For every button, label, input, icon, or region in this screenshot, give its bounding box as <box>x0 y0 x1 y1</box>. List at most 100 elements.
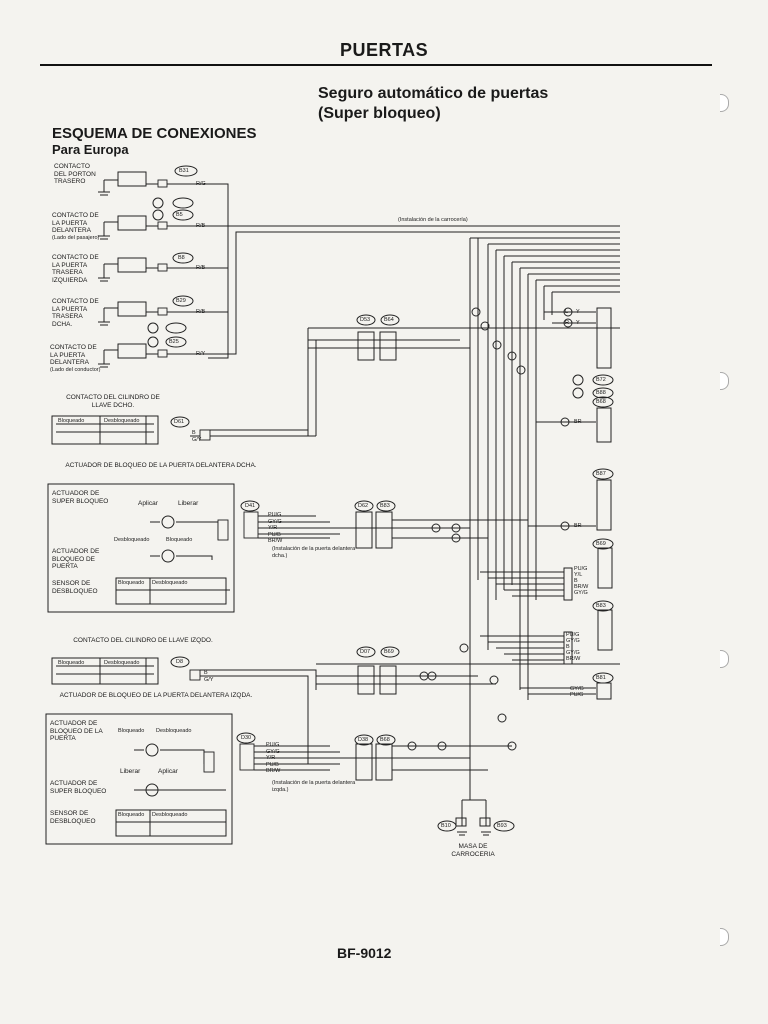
actuator-left-super-lock: ACTUADOR DE SUPER BLOQUEO <box>50 780 107 795</box>
diagram-title-line1: Seguro automático de puertas <box>318 85 549 102</box>
sensor-col2: Desbloqueado <box>152 812 188 818</box>
wire-list: PU/G GY/G Y/R PU/B BR/W <box>266 742 280 775</box>
actuator-right-title: ACTUADOR DE BLOQUEO DE LA PUERTA DELANTE… <box>65 462 257 469</box>
wire-color: Y/R <box>268 525 278 531</box>
wire-color: BR/W <box>268 538 283 544</box>
key-cylinder-right-col1: Bloqueado <box>58 418 85 424</box>
actuator-left-title: ACTUADOR DE BLOQUEO DE LA PUERTA DELANTE… <box>59 692 253 699</box>
actuator-left-release: Liberar <box>120 768 141 775</box>
harness-label-front-right: (Instalación de la puerta delantera dcha… <box>272 546 356 559</box>
wire-color: GY/G <box>574 590 588 596</box>
marker-l: L <box>565 309 569 315</box>
wire-color: BR/W <box>266 768 281 774</box>
wire-color: PU/G <box>566 632 580 638</box>
actuator-left-lock: ACTUADOR DE BLOQUEO DE LA PUERTA <box>50 720 103 742</box>
label-line: DELANTERA <box>50 359 90 366</box>
wire-color: BR <box>574 523 582 529</box>
label-line: IZQUIERDA <box>52 276 88 284</box>
wire-list-right-1: PU/G Y/L B BR/W GY/G <box>574 566 588 596</box>
connector-code: B81 <box>596 675 606 681</box>
wire-color: R/B <box>196 265 206 271</box>
label-line: CONTACTO DE <box>50 344 97 351</box>
label-line: LA PUERTA <box>52 261 88 269</box>
harness-label-front-left: (Instalación de la puerta delantera izqd… <box>272 780 356 793</box>
actuator-left-sensor: SENSOR DE DESBLOQUEO <box>50 810 96 825</box>
actuator-right-apply: Aplicar <box>138 500 158 507</box>
label-line: LA PUERTA <box>52 219 88 227</box>
wire-color: GY/G <box>268 518 282 525</box>
connector-code: B25 <box>169 339 179 345</box>
connector-code: B68 <box>380 737 390 743</box>
connector-tags-left <box>147 165 198 348</box>
connector-code: B83 <box>380 503 390 509</box>
switch-label-rear-left: CONTACTO DE LA PUERTA TRASERA IZQUIERDA <box>52 254 99 284</box>
wire-color: PU/G <box>574 566 588 572</box>
connector-code: D38 <box>358 737 369 743</box>
connector-code: D61 <box>174 419 185 425</box>
actuator-left-unlocked: Desbloqueado <box>156 728 192 734</box>
connector-code: D8 <box>176 659 184 665</box>
label-line: TRASERO <box>54 178 86 185</box>
diagram-title-line2: (Super bloqueo) <box>318 105 441 122</box>
key-cylinder-left-col1: Bloqueado <box>58 660 85 666</box>
connector-code: B69 <box>384 649 394 655</box>
wire-color: R/B <box>196 223 206 229</box>
connector-code: B8 <box>178 255 185 261</box>
connector-code: D62 <box>358 503 369 509</box>
key-cylinder-left-title: CONTACTO DEL CILINDRO DE LLAVE IZQDO. <box>73 637 213 644</box>
switch-label-rear-right: CONTACTO DE LA PUERTA TRASERA DCHA. <box>52 298 99 328</box>
schematic-subtitle: Para Europa <box>52 142 129 157</box>
wire-color: BR/W <box>574 584 589 590</box>
mid-lower-connectors <box>316 643 620 723</box>
label-line: CONTACTO DE <box>52 298 99 305</box>
label-line: CONTACTO <box>54 163 90 170</box>
label-line: DELANTERA <box>52 227 92 234</box>
connector-code: D07 <box>360 649 371 655</box>
wire-color: GY/G <box>566 638 580 644</box>
actuator-right-super-lock: ACTUADOR DE SUPER BLOQUEO <box>52 490 109 505</box>
connector-code: B64 <box>384 317 394 323</box>
actuator-right-release: Liberar <box>178 500 199 507</box>
wire-color: Y/R <box>266 755 276 761</box>
wire-color: R/G <box>196 181 206 187</box>
mid-upper-connectors <box>307 307 620 436</box>
connector-code: B88 <box>596 390 606 396</box>
wire-color: B <box>574 578 578 584</box>
header-rule <box>40 64 712 66</box>
actuator-right-unlocked: Desbloqueado <box>114 537 150 543</box>
actuator-left-locked: Bloqueado <box>118 728 145 734</box>
actuator-left-apply: Aplicar <box>158 768 178 775</box>
section-title: PUERTAS <box>340 40 429 60</box>
connector-code: D53 <box>360 317 371 323</box>
connector-code: B68 <box>596 399 606 405</box>
key-cylinder-right-symbol <box>51 415 316 445</box>
switch-label-front-left: CONTACTO DE LA PUERTA DELANTERA (Lado de… <box>50 344 100 373</box>
switch-symbols <box>98 171 147 368</box>
wire-color: B <box>566 644 570 650</box>
sensor-col1: Bloqueado <box>118 580 145 586</box>
ground-symbol <box>437 799 515 836</box>
connector-code: B29 <box>176 298 186 304</box>
connector-code: B87 <box>596 471 606 477</box>
wire-color: Y <box>576 309 580 315</box>
key-cylinder-left-col2: Desbloqueado <box>104 660 140 666</box>
wire-color: R/B <box>196 309 206 315</box>
wire-color: Y <box>576 320 580 326</box>
wire-color: GY/G <box>266 748 280 755</box>
actuator-right-locked: Bloqueado <box>166 537 193 543</box>
connector-code: B10 <box>441 823 451 829</box>
ground-label: MASA DE CARROCERIA <box>451 843 495 858</box>
connector-code: B93 <box>497 823 507 829</box>
wire-color: R/Y <box>196 351 206 357</box>
wire-color: PU/B <box>268 531 281 538</box>
connector-code: B5 <box>176 212 183 218</box>
right-wiring <box>480 307 614 700</box>
wire-color: GY/G <box>570 686 584 692</box>
switch-label-tailgate: CONTACTO DEL PORTON TRASERO <box>54 163 96 186</box>
wire-color: BR <box>574 419 582 425</box>
connector-code: D30 <box>241 735 252 741</box>
wire-color: BR/W <box>566 656 581 662</box>
wire-color: GY/G <box>566 650 580 656</box>
main-harness <box>469 237 620 800</box>
wire-list-right-2: PU/G GY/G B GY/G BR/W <box>566 632 580 662</box>
